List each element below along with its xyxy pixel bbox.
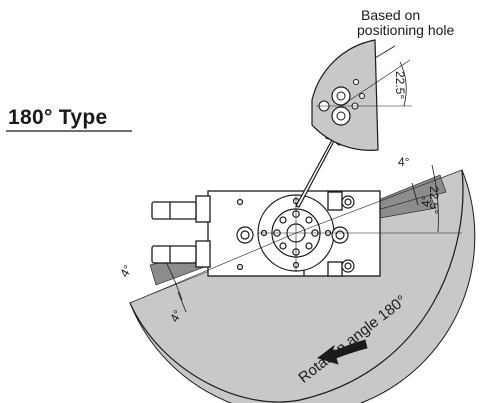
detail-view (311, 39, 412, 151)
center-lines (129, 169, 463, 304)
type-title: 180° Type (8, 106, 108, 129)
dimension-arcs (165, 164, 439, 313)
rotation-arrow (317, 339, 368, 365)
mid-gap-label: 4° (419, 195, 433, 207)
note-line-2: positioning hole (357, 22, 455, 38)
top-gap-label: 4° (398, 155, 410, 169)
detail-angle-label: 22.5° (393, 71, 407, 100)
note-line-1: Based on (361, 7, 421, 23)
positioning-note: Based on positioning hole (357, 8, 454, 38)
